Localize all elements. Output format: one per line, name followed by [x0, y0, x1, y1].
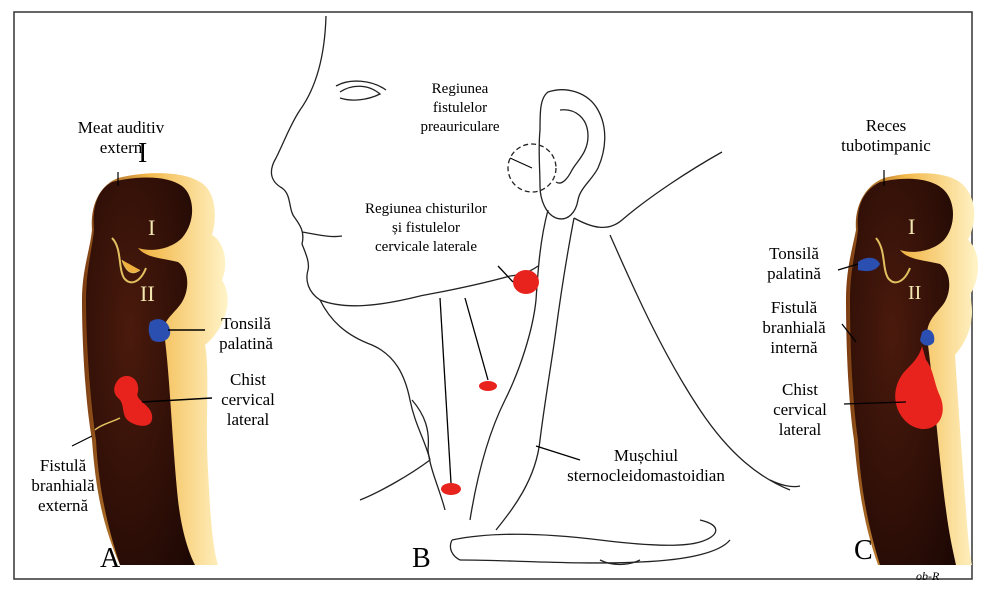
panel-c-tonsil-line1: Tonsilă [752, 244, 836, 264]
panel-c-fistula-line3: internă [750, 338, 838, 358]
ear-inner [556, 110, 588, 183]
panel-a-meat-label: Meat auditiv extern [56, 118, 186, 158]
panel-b-preauricular-line1: Regiunea [408, 80, 512, 99]
panel-a-fistula-label: Fistulă branhială externă [20, 456, 106, 516]
panel-b-muscle-line1: Mușchiul [548, 446, 744, 466]
panel-a-pouch-1-mark: I [148, 215, 155, 241]
panel-a-letter: A [100, 544, 120, 574]
panel-b-cervical-line1: Regiunea chisturilor [346, 200, 506, 219]
neck-front-line [412, 400, 445, 510]
panel-b-cervical-line3: cervicale laterale [346, 238, 506, 257]
panel-c-cyst-line2: cervical [758, 400, 842, 420]
panel-b-preauricular-line2: fistulelor [408, 99, 512, 118]
panel-c-fistula-line1: Fistulă [750, 298, 838, 318]
panel-c-recess-line2: tubotimpanic [836, 136, 936, 156]
panel-c-recess-line1: Reces [836, 116, 936, 136]
clavicle-lower [460, 540, 730, 563]
panel-a-tonsil-label: Tonsilă palatină [206, 314, 286, 354]
preauricular-leader [510, 158, 532, 168]
neck-front-lower [360, 460, 430, 500]
panel-a-cyst-line3: lateral [208, 410, 288, 430]
panel-b-muscle-line2: sternocleidomastoidian [548, 466, 744, 486]
panel-c-fistula-line2: branhială [750, 318, 838, 338]
panel-a-cyst-line1: Chist [208, 370, 288, 390]
panel-c-letter: C [854, 536, 873, 566]
cyst-middle [479, 381, 497, 391]
jaw-line [420, 276, 510, 296]
panel-a-fistula-line2: branhială [20, 476, 106, 496]
panel-c-pouch-1: I [908, 214, 915, 240]
panel-c-recess-label: Reces tubotimpanic [836, 116, 936, 156]
face-profile [271, 16, 420, 306]
panel-a-meat-line1: Meat auditiv [56, 118, 186, 138]
panel-b-muscle-label: Mușchiul sternocleidomastoidian [548, 446, 744, 486]
panel-b-letter: B [412, 544, 431, 574]
panel-a-pouch-2: II [140, 284, 155, 304]
cyst-upper-leader [498, 266, 513, 282]
panel-a-fistula-line3: externă [20, 496, 106, 516]
clavicle-end [450, 540, 460, 560]
artist-signature: ob-R [916, 566, 939, 586]
chin-neck-front [320, 300, 430, 460]
cyst-middle-leader [465, 298, 488, 380]
cyst-lower [441, 483, 461, 495]
panel-a-fistula-leader [72, 436, 92, 446]
panel-c-tonsil-label: Tonsilă palatină [752, 244, 836, 284]
panel-c-pouch-2: II [908, 282, 921, 305]
panel-c-cyst-label: Chist cervical lateral [758, 380, 842, 440]
nape-line [574, 152, 722, 227]
panel-b-cervical-label: Regiunea chisturilor și fistulelor cervi… [346, 200, 506, 257]
panel-a-meat-line2: extern [56, 138, 186, 158]
cyst-upper [513, 270, 539, 294]
cyst-lower-leader [440, 298, 451, 483]
panel-c-tonsil-line2: palatină [752, 264, 836, 284]
panel-b-preauricular-line3: preauriculare [408, 118, 512, 137]
panel-b-preauricular-label: Regiunea fistulelor preauriculare [408, 80, 512, 137]
panel-c-cyst-line3: lateral [758, 420, 842, 440]
eye-outline [340, 86, 380, 100]
panel-a-tonsil-line1: Tonsilă [206, 314, 286, 334]
panel-c-fistula-label: Fistulă branhială internă [750, 298, 838, 358]
panel-a-fistula-line1: Fistulă [20, 456, 106, 476]
panel-a-tonsil-line2: palatină [206, 334, 286, 354]
panel-a-cyst-line2: cervical [208, 390, 288, 410]
panel-b-cervical-line2: și fistulelor [346, 219, 506, 238]
ear-outer [539, 90, 605, 219]
clavicle-upper [452, 520, 716, 545]
eyebrow [336, 81, 386, 90]
panel-c-cyst-line1: Chist [758, 380, 842, 400]
mouth-line [302, 232, 342, 237]
panel-a-cyst-label: Chist cervical lateral [208, 370, 288, 430]
